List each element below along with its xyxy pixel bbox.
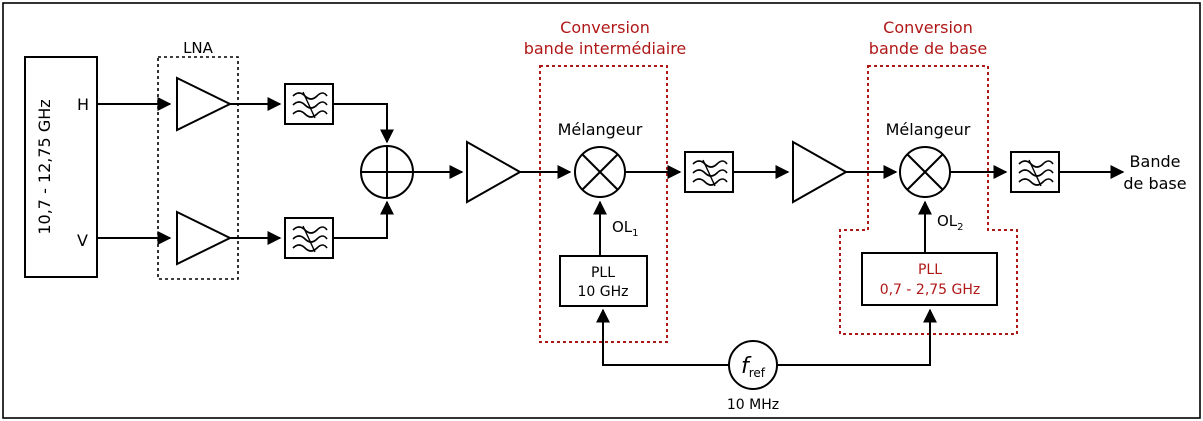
if-conversion-title-line1: Conversion — [560, 18, 650, 37]
bb-lo-label: OL2 — [937, 212, 964, 233]
reference-frequency: 10 MHz — [727, 397, 779, 413]
if-conversion-title-line2: bande intermédiaire — [524, 39, 687, 58]
input-h-label: H — [77, 95, 89, 114]
bb-pll-frequency: 0,7 - 2,75 GHz — [880, 282, 981, 298]
bb-conversion-title-line1: Conversion — [883, 18, 973, 37]
if-lo-label: OL1 — [612, 218, 639, 239]
input-block: 10,7 - 12,75 GHz H V — [24, 56, 98, 278]
filter-h — [284, 83, 334, 125]
summing-junction — [360, 145, 414, 199]
if-conversion-group: Conversion bande intermédiaire Mélangeur… — [524, 18, 687, 343]
if-amplifier — [466, 140, 523, 204]
lna-group: LNA — [157, 39, 239, 280]
bb-amplifier — [792, 140, 849, 204]
bb-mixer-label: Mélangeur — [886, 120, 971, 139]
output-label-line2: de base — [1123, 174, 1186, 193]
if-pll-block — [559, 255, 648, 307]
lna-v-amplifier — [176, 210, 233, 266]
bb-conversion-group: Conversion bande de base Mélangeur OL2 P… — [839, 18, 1018, 335]
bb-mixer — [899, 146, 951, 198]
output-label-line1: Bande — [1130, 152, 1181, 171]
bb-pll-block — [861, 252, 998, 306]
if-mixer-label: Mélangeur — [558, 120, 643, 139]
lna-h-amplifier — [176, 76, 233, 132]
bb-conversion-title-line2: bande de base — [869, 39, 987, 58]
if-mixer — [574, 146, 626, 198]
reference-symbol: fref — [741, 354, 766, 380]
lna-label: LNA — [183, 39, 214, 57]
reference-oscillator: fref — [728, 340, 778, 390]
if-pll-frequency: 10 GHz — [578, 284, 629, 300]
input-frequency-label: 10,7 - 12,75 GHz — [35, 99, 54, 234]
filter-v — [284, 217, 334, 259]
bb-pll-label: PLL — [918, 262, 942, 278]
filter-if — [684, 151, 734, 193]
if-pll-label: PLL — [591, 265, 615, 281]
input-v-label: V — [77, 231, 88, 250]
filter-bb — [1010, 151, 1060, 193]
